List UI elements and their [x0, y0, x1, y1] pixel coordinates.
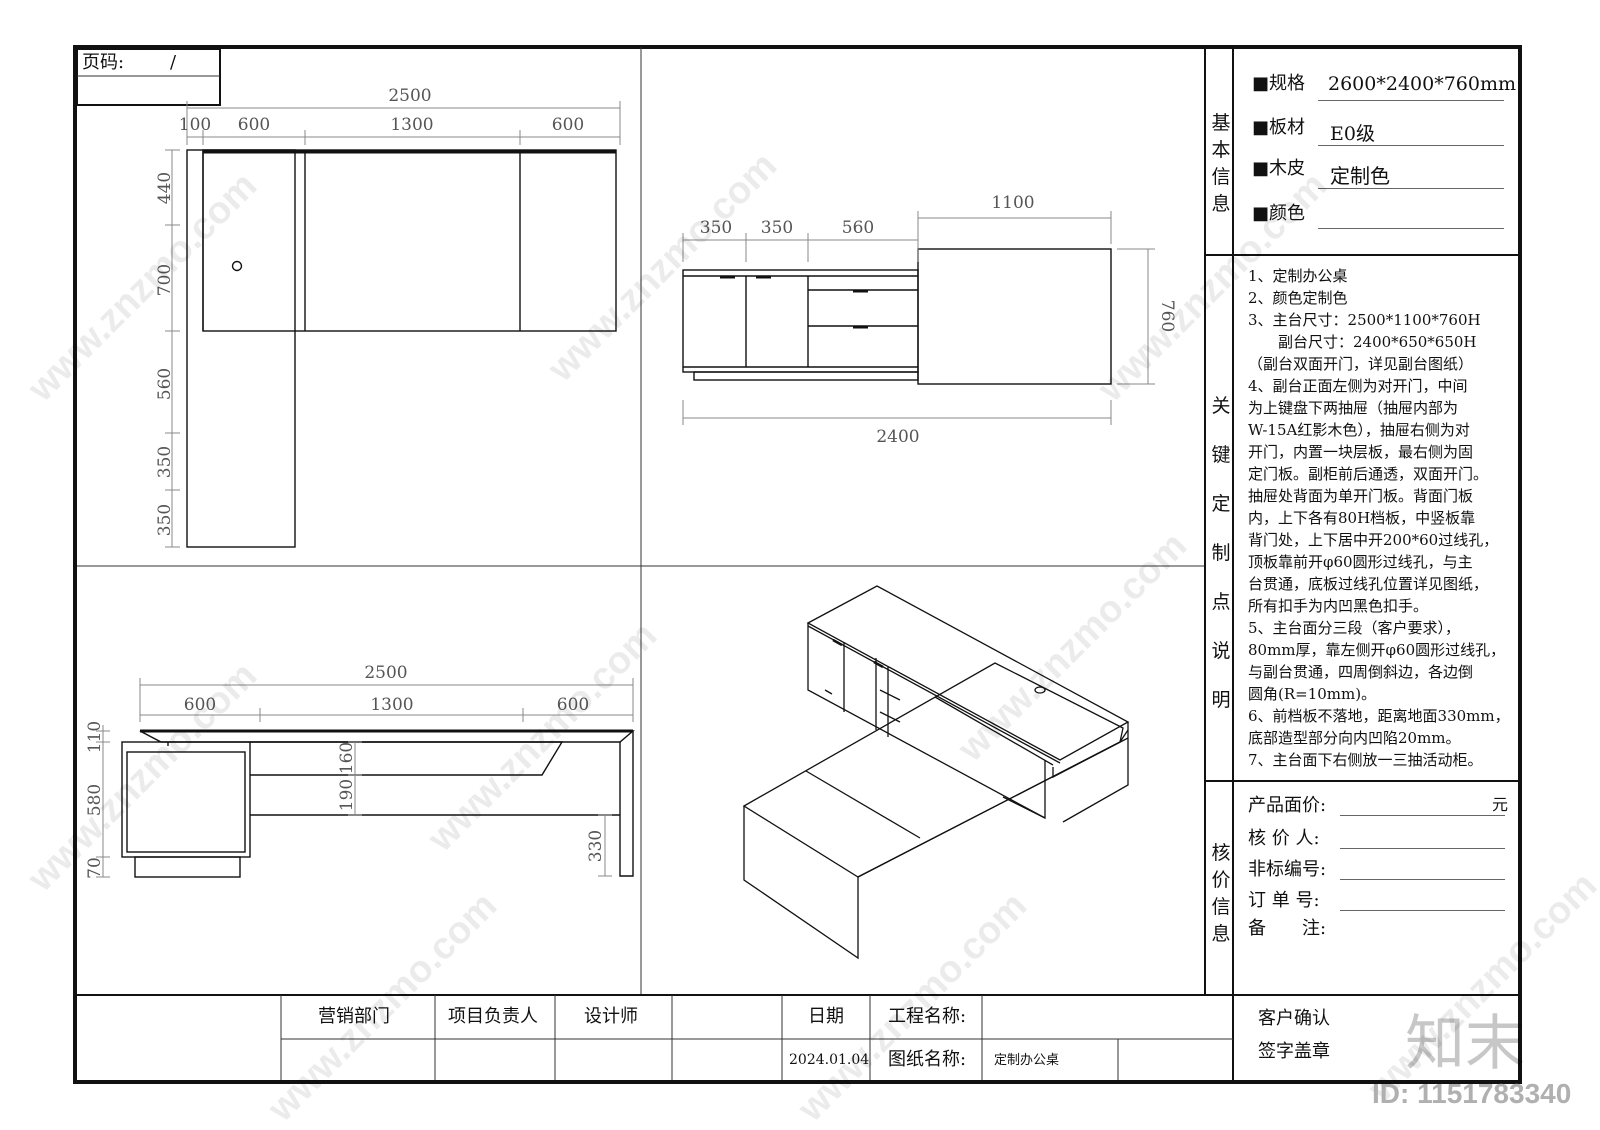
- spec-underline: [1318, 100, 1504, 101]
- page-code-label: 页码:: [82, 52, 125, 73]
- side-view-dimensions: [96, 678, 634, 878]
- side-total-dim: 2500: [364, 663, 407, 683]
- top-seg-dim-1: 100: [179, 115, 211, 135]
- front-width-dim: 1100: [991, 193, 1034, 213]
- sign-seal: 签字盖章: [1258, 1041, 1330, 1062]
- note-line: 圆角(R=10mm)。: [1248, 685, 1377, 703]
- note-line: 6、前档板不落地，距离地面330mm，: [1248, 707, 1510, 725]
- side-inner-dim-3: 330: [586, 830, 606, 862]
- top-left-dim-2: 700: [155, 264, 175, 296]
- front-view: [682, 248, 1112, 385]
- top-left-dim-3: 560: [155, 368, 175, 400]
- front-seg-dim-3: 560: [842, 218, 874, 238]
- note-line: 7、主台面下右侧放一三抽活动柜。: [1248, 751, 1483, 769]
- top-left-dim-4: 350: [155, 446, 175, 478]
- drawing-name-value: 定制办公桌: [994, 1053, 1060, 1068]
- note-line: 内，上下各有80H档板，中竖板靠: [1248, 509, 1476, 527]
- note-line: 定门板。副柜前后通透，双面开门。: [1248, 465, 1489, 483]
- basic-info-title: 基本信息: [1211, 112, 1231, 215]
- sheet-border: [73, 45, 1522, 1084]
- customer-confirm: 客户确认: [1258, 1008, 1330, 1029]
- project-lead: 项目负责人: [448, 1006, 538, 1027]
- price-label: 产品面价:: [1248, 795, 1327, 816]
- top-seg-dim-3: 1300: [390, 115, 433, 135]
- project-name-label: 工程名称:: [888, 1006, 967, 1027]
- top-view: [186, 149, 617, 548]
- side-seg-dim-1: 600: [184, 695, 216, 715]
- top-seg-dim-2: 600: [238, 115, 270, 135]
- note-line: 抽屉处背面为单开门板。背面门板: [1248, 487, 1474, 505]
- veneer-underline: [1318, 188, 1504, 189]
- note-line: 顶板靠前开φ60圆形过线孔，与主: [1248, 553, 1473, 571]
- side-seg-dim-2: 1300: [370, 695, 413, 715]
- top-view-dimensions: [165, 101, 621, 548]
- date-label: 日期: [808, 1006, 844, 1027]
- note-line: 所有扣手为内凹黑色扣手。: [1248, 597, 1429, 615]
- pricing-title: 核价信息: [1211, 842, 1231, 945]
- front-view-dimensions: [682, 211, 1155, 425]
- price-unit: 元: [1492, 795, 1509, 814]
- date-value: 2024.01.04: [789, 1052, 870, 1068]
- order-no-label: 订 单 号:: [1248, 890, 1320, 911]
- side-seg-dim-3: 600: [557, 695, 589, 715]
- veneer-label: ■木皮: [1252, 158, 1306, 179]
- spec-value: 2600*2400*760mm: [1328, 73, 1517, 95]
- note-line: 3、主台尺寸：2500*1100*760H: [1248, 311, 1481, 329]
- note-line: 80mm厚，靠左侧开φ60圆形过线孔，: [1248, 641, 1506, 659]
- top-seg-dim-4: 600: [552, 115, 584, 135]
- front-seg-dim-2: 350: [761, 218, 793, 238]
- front-seg-dim-1: 350: [700, 218, 732, 238]
- top-left-dim-5: 350: [155, 504, 175, 536]
- side-left-dim-1: 110: [85, 721, 105, 753]
- veneer-value: 定制色: [1330, 164, 1390, 188]
- price-underline: [1340, 815, 1505, 816]
- image-id: ID: 1151783340: [1372, 1078, 1572, 1109]
- nonstandard-no-underline: [1340, 879, 1505, 880]
- note-line: 台贯通，底板过线孔位置详见图纸，: [1248, 575, 1489, 593]
- note-line: （副台双面开门，详见副台图纸）: [1248, 355, 1474, 373]
- remarks-label: 备 注:: [1248, 918, 1327, 939]
- key-points-notes: 1、定制办公桌 2、颜色定制色 3、主台尺寸：2500*1100*760H 副台…: [1248, 265, 1518, 771]
- side-inner-dim-1: 160: [337, 742, 357, 774]
- front-total-dim: 2400: [876, 427, 919, 447]
- note-line: 与副台贯通，四周倒斜边，各边倒: [1248, 663, 1474, 681]
- page-code-value: /: [170, 52, 177, 73]
- marketing-dept: 营销部门: [318, 1006, 390, 1027]
- spec-label: ■规格: [1252, 73, 1306, 94]
- checker-underline: [1340, 848, 1505, 849]
- color-underline: [1318, 228, 1504, 229]
- designer: 设计师: [584, 1006, 638, 1027]
- front-height-dim: 760: [1157, 300, 1177, 332]
- note-line: 为上键盘下两抽屉（抽屉内部为: [1248, 399, 1459, 417]
- top-total-dim: 2500: [388, 86, 431, 106]
- drawing-name-label: 图纸名称:: [888, 1049, 967, 1070]
- note-line: 4、副台正面左侧为对开门，中间: [1248, 377, 1468, 395]
- color-label: ■颜色: [1252, 203, 1306, 224]
- nonstandard-no-label: 非标编号:: [1248, 859, 1327, 880]
- page-code-box: [76, 48, 221, 106]
- note-line: 开门，内置一块层板，最右侧为固: [1248, 443, 1474, 461]
- side-inner-dim-2: 190: [337, 779, 357, 811]
- note-line: 1、定制办公桌: [1248, 267, 1348, 285]
- top-left-dim-1: 440: [155, 172, 175, 204]
- checker-label: 核 价 人:: [1248, 828, 1320, 849]
- side-view: [121, 729, 635, 878]
- note-line: 底部造型部分向内凹陷20mm。: [1248, 729, 1461, 747]
- key-points-title: 关键定制点说明: [1211, 395, 1231, 711]
- side-left-dim-2: 580: [85, 784, 105, 816]
- board-underline: [1318, 145, 1504, 146]
- note-line: W-15A红影木色），抽屉右侧为对: [1248, 421, 1470, 439]
- order-no-underline: [1340, 910, 1505, 911]
- note-line: 副台尺寸：2400*650*650H: [1248, 333, 1477, 351]
- note-line: 5、主台面分三段（客户要求），: [1248, 619, 1461, 637]
- board-value: E0级: [1330, 123, 1375, 145]
- board-label: ■板材: [1252, 117, 1306, 138]
- side-left-dim-3: 70: [85, 857, 105, 879]
- note-line: 2、颜色定制色: [1248, 289, 1348, 307]
- note-line: 背门处，上下居中开200*60过线孔，: [1248, 531, 1499, 549]
- isometric-view: [742, 585, 1130, 960]
